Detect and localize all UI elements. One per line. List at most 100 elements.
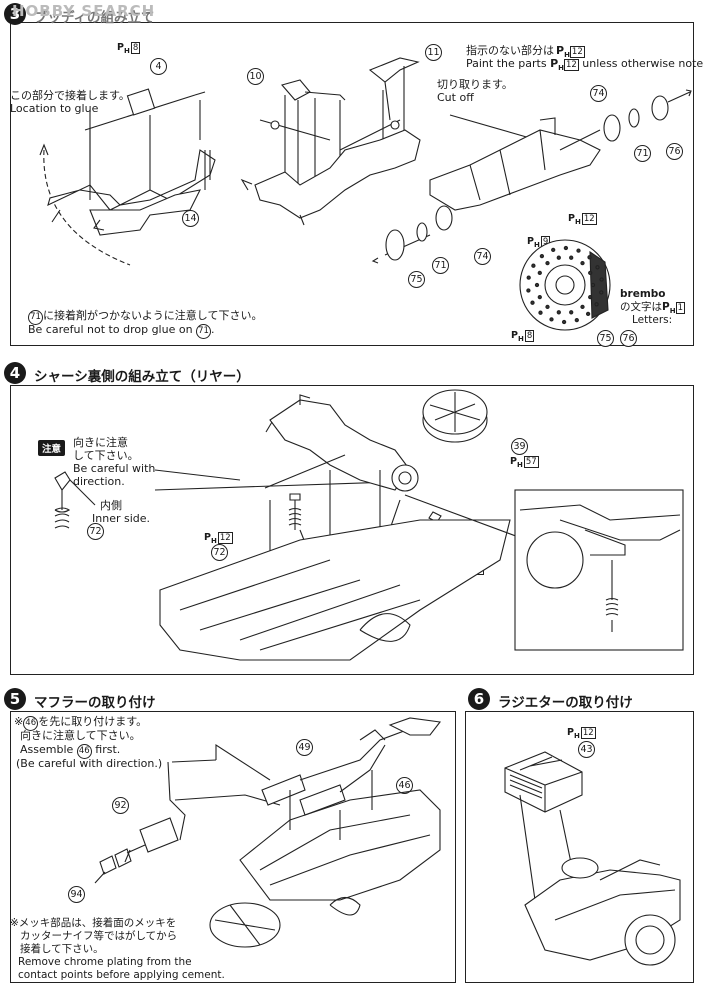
part-callout: 43 xyxy=(578,741,595,758)
disc-hole xyxy=(595,265,600,270)
step5-note1-jp2: 向きに注意して下さい。 xyxy=(20,729,141,742)
step4-number: 4 xyxy=(4,362,26,384)
disc-hole xyxy=(563,245,569,251)
cutoff-en: Cut off xyxy=(437,91,474,104)
caution-jp2: して下さい。 xyxy=(73,449,139,462)
disc-hole xyxy=(599,290,604,295)
glue-jp: この部分で接着します。 xyxy=(10,89,130,102)
disc-hole xyxy=(585,311,591,317)
inner-side-en: Inner side. xyxy=(92,512,151,525)
disc-hole xyxy=(530,300,535,305)
disc-hole xyxy=(526,275,531,280)
inner-side-jp: 内側 xyxy=(100,499,122,512)
caution-en2: direction. xyxy=(73,475,125,488)
step5-number: 5 xyxy=(4,688,26,710)
step5-note2-jp2: カッターナイフ等ではがしてから xyxy=(20,930,178,942)
step4-title: シャーシ裏側の組み立て（リヤー） xyxy=(34,369,250,385)
step4-panel xyxy=(10,385,694,675)
step3-title: ブッディの組み立て xyxy=(34,10,155,26)
step3-number: 3 xyxy=(4,3,26,25)
disc-hole xyxy=(537,270,542,276)
part-callout: 14 xyxy=(182,210,199,227)
part-callout: 74 xyxy=(474,248,491,265)
caution-en1: Be careful with xyxy=(73,462,156,475)
disc-hole xyxy=(556,255,561,260)
part-callout: 92 xyxy=(112,797,129,814)
disc-hole xyxy=(587,255,592,260)
step5-note2-en2: contact points before applying cement. xyxy=(18,969,225,981)
disc-hole xyxy=(556,310,561,315)
step5-note1-en2: (Be careful with direction.) xyxy=(16,757,163,770)
step5-title: マフラーの取り付け xyxy=(34,695,156,711)
disc-hole xyxy=(551,247,556,253)
part-callout: 75 xyxy=(597,330,614,347)
disc-hole xyxy=(534,282,540,288)
disc-hole xyxy=(594,302,599,307)
step6-panel xyxy=(465,711,694,983)
step6-title: ラジエターの取り付け xyxy=(498,695,633,711)
glue-en: Location to glue xyxy=(10,102,99,115)
part-callout: 74 xyxy=(590,85,607,102)
cutoff-jp: 切り取ります。 xyxy=(437,78,513,91)
part-callout: 11 xyxy=(425,44,442,61)
disc-hole xyxy=(599,277,604,282)
careful-en: Be careful not to drop glue on 71. xyxy=(28,323,215,339)
part-callout: 72 xyxy=(211,544,228,561)
disc-hole xyxy=(576,248,581,253)
watermark-text: HOBBY SEARCH xyxy=(12,2,156,20)
caution-jp1: 向きに注意 xyxy=(73,436,128,449)
part-callout: 4 xyxy=(150,58,167,75)
disc-hole xyxy=(545,304,550,310)
step4-rear-chassis-illustration xyxy=(54,389,684,661)
disc-hole xyxy=(580,304,585,310)
caution-label: 注意 xyxy=(38,440,66,456)
disc-hole xyxy=(526,288,531,293)
disc-hole xyxy=(588,294,593,300)
part-callout: 49 xyxy=(296,739,313,756)
disc-hole xyxy=(538,310,543,315)
brembo-en: Letters: xyxy=(632,314,673,326)
disc-hole xyxy=(545,260,550,266)
disc-hole xyxy=(531,263,536,268)
step5-note2-jp3: 接着して下さい。 xyxy=(20,943,104,955)
part-callout: 71 xyxy=(634,145,651,162)
disc-hole xyxy=(539,253,545,259)
part-callout: 46 xyxy=(396,777,413,794)
part-callout: 75 xyxy=(408,271,425,288)
part-callout: 76 xyxy=(620,330,637,347)
disc-hole xyxy=(569,310,574,315)
step5-note2-jp1: ※メッキ部品は、接着面のメッキを xyxy=(10,917,177,929)
part-callout: 10 xyxy=(247,68,264,85)
step5-note2-en1: Remove chrome plating from the xyxy=(18,956,192,968)
disc-hole xyxy=(569,255,574,260)
hobby-search-watermark: HOBBY SEARCH xyxy=(12,2,155,20)
step3-panel xyxy=(10,22,694,346)
part-callout: 76 xyxy=(666,143,683,160)
disc-hole xyxy=(549,317,554,322)
step6-number: 6 xyxy=(468,688,490,710)
disc-hole xyxy=(590,282,596,288)
disc-hole xyxy=(537,294,542,300)
part-callout: 71 xyxy=(432,257,449,274)
disc-hole xyxy=(580,260,585,266)
step5-note1-en: Assemble 46 first. xyxy=(20,743,120,759)
part-callout: 94 xyxy=(68,886,85,903)
step5-panel xyxy=(10,711,456,983)
step3-chassis-illustration-a xyxy=(39,88,216,266)
brake-disc-holes xyxy=(526,245,604,325)
brembo-title: brembo xyxy=(620,288,666,300)
step3-chassis-illustration-c xyxy=(371,89,692,331)
